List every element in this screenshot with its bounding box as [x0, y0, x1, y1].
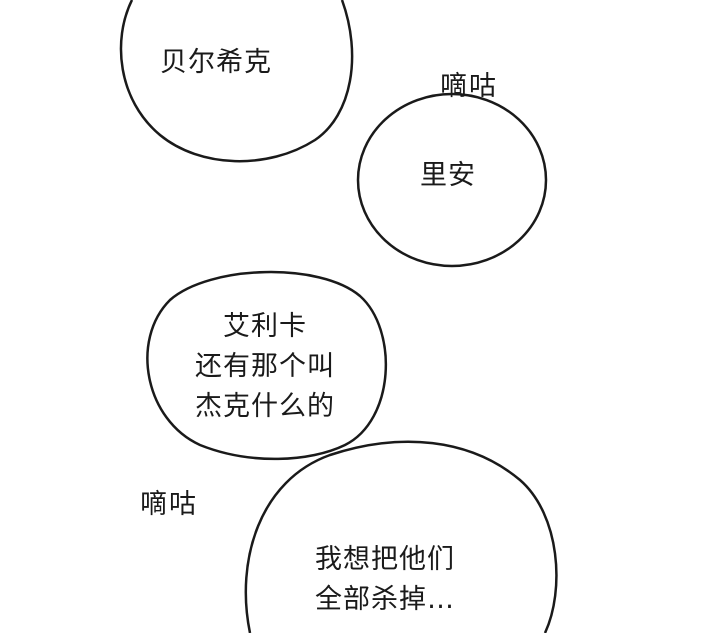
bubble-2-text: 里安: [420, 156, 476, 196]
bubble-3-line-1: 艾利卡: [223, 311, 307, 342]
speech-bubble-1: [119, 0, 354, 163]
bubble-3-text: 艾利卡 还有那个叫 杰克什么的: [180, 307, 350, 427]
speech-bubble-3: [146, 270, 388, 461]
bubble-4-line-2: 全部杀掉…: [315, 584, 455, 615]
sound-effect-2: 嘀咕: [140, 489, 198, 520]
speech-bubble-2: [356, 92, 548, 268]
bubble-1-text: 贝尔希克: [160, 43, 272, 83]
sound-effect-1: 嘀咕: [440, 71, 498, 102]
bubble-4-text: 我想把他们 全部杀掉…: [300, 540, 470, 620]
bubble-3-line-3: 杰克什么的: [195, 391, 335, 422]
bubble-3-line-2: 还有那个叫: [195, 351, 335, 382]
bubble-1-line-1: 贝尔希克: [160, 47, 272, 78]
bubble-2-line-1: 里安: [420, 160, 476, 191]
speech-bubble-4: [244, 440, 558, 633]
bubble-4-line-1: 我想把他们: [315, 544, 455, 575]
